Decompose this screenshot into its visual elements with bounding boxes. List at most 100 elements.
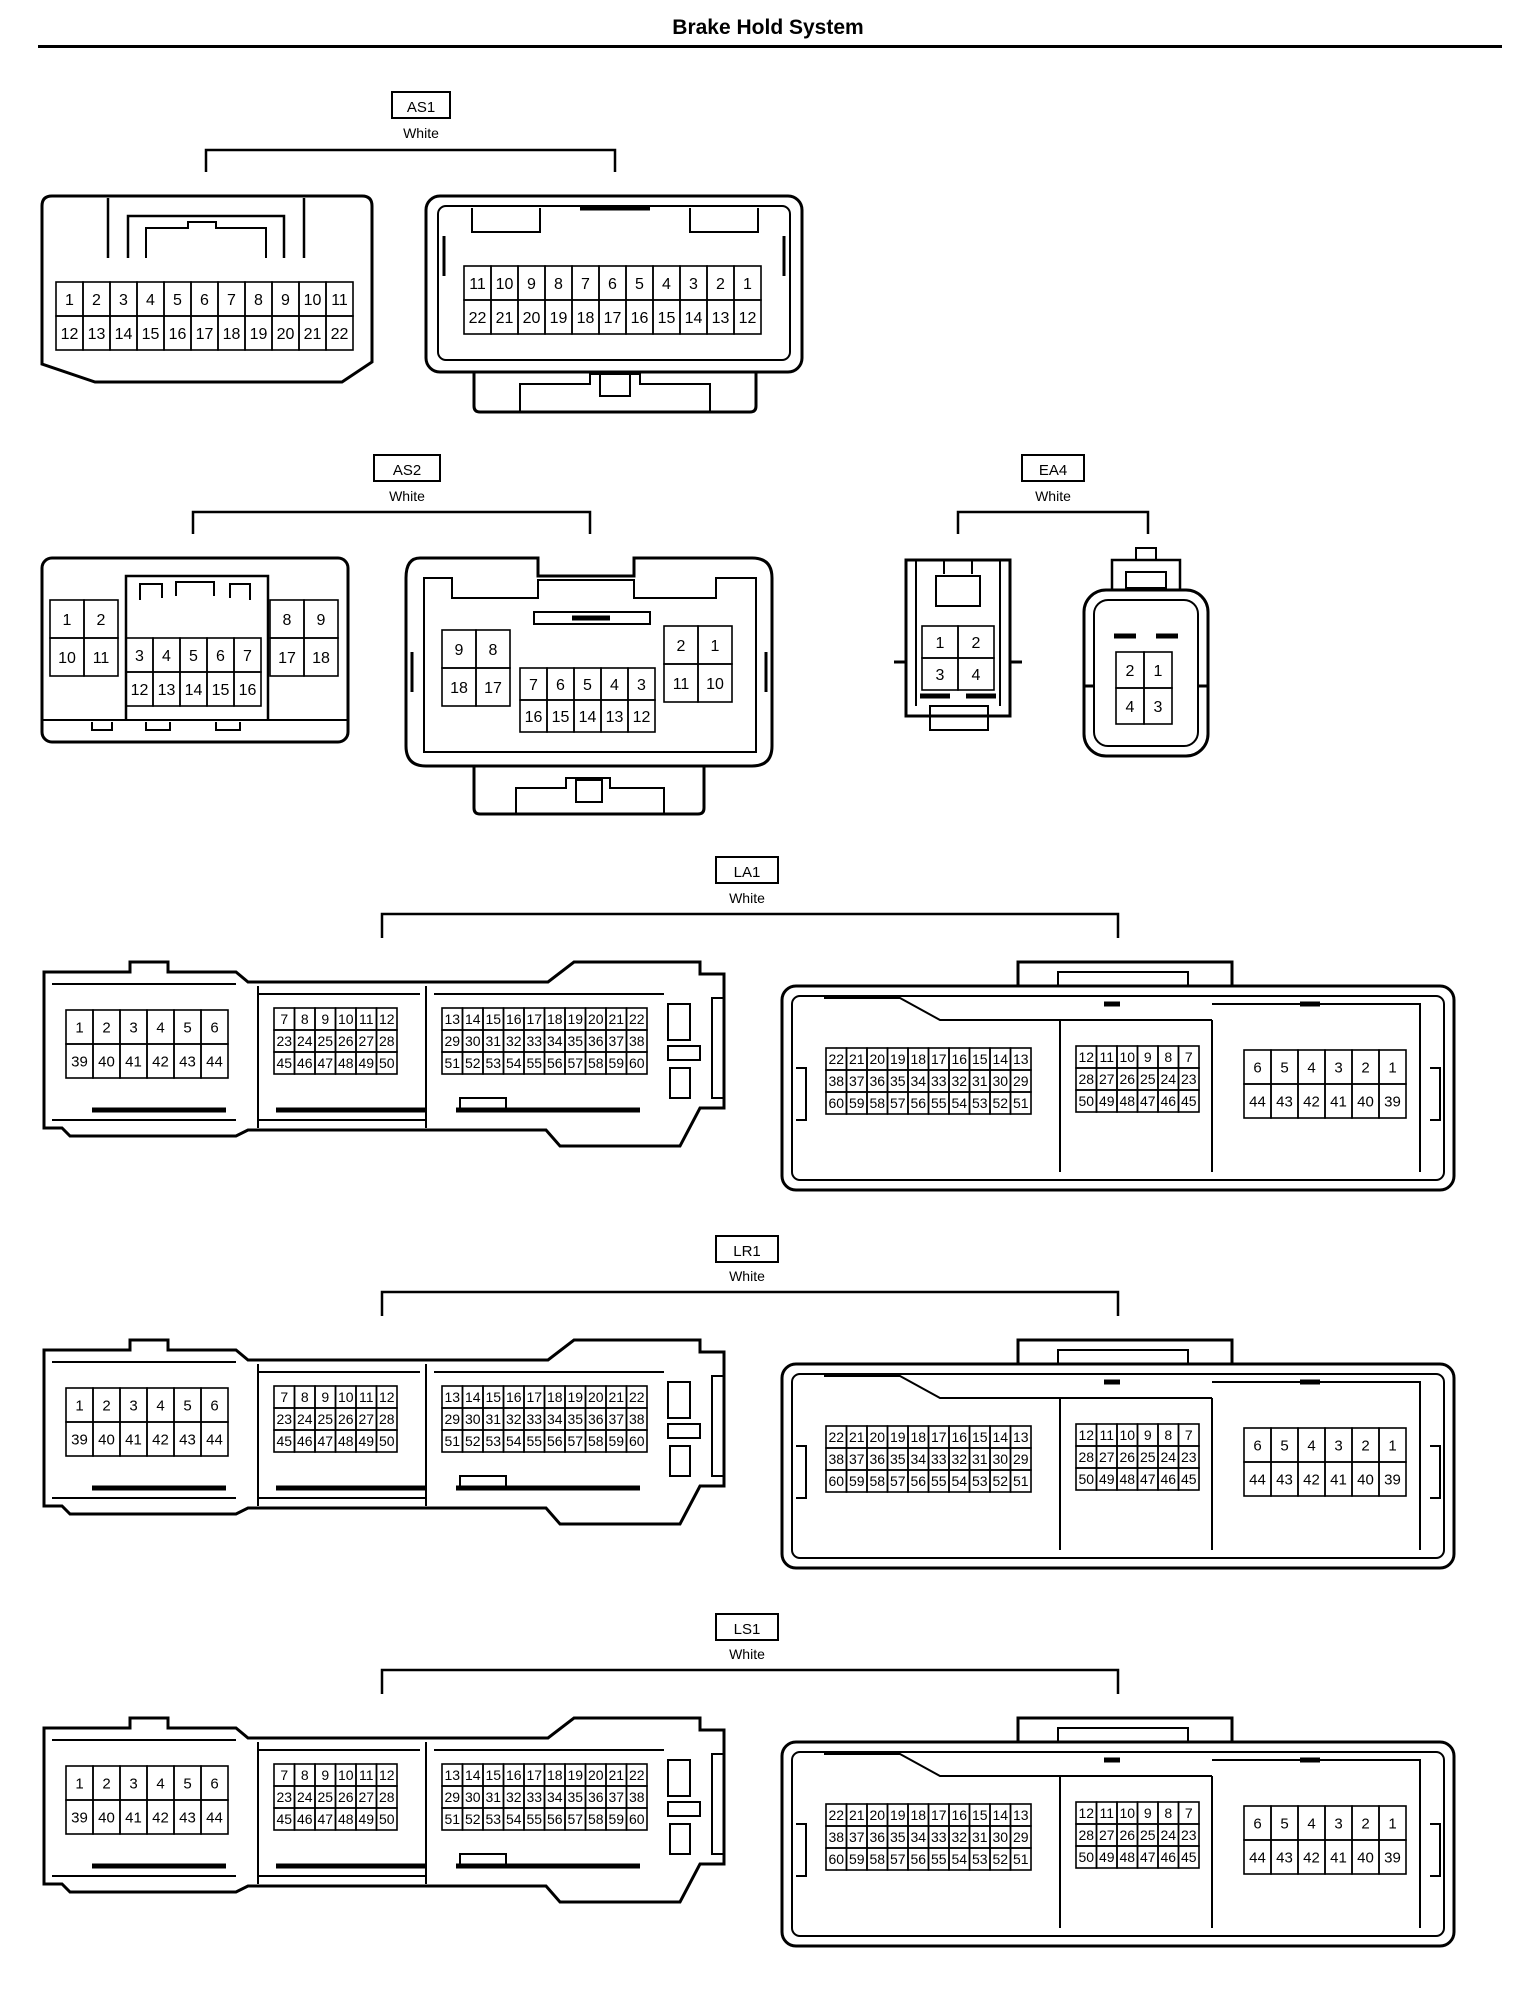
pin-number: 34: [547, 1789, 563, 1805]
pin-number: 40: [1357, 1093, 1374, 1110]
pin-number: 33: [526, 1033, 542, 1049]
pin-number: 23: [276, 1033, 292, 1049]
ls1-female-housing: [780, 1716, 1456, 1948]
la1-male-housing: [42, 960, 726, 1148]
pin-number: 41: [125, 1809, 142, 1826]
pin-number: 28: [379, 1033, 395, 1049]
pin-number: 34: [910, 1829, 926, 1845]
pin-number: 32: [951, 1451, 967, 1467]
pin-number: 46: [297, 1055, 313, 1071]
pin-number: 6: [1253, 1815, 1261, 1832]
pin-number: 53: [972, 1851, 988, 1867]
pin-number: 38: [629, 1033, 645, 1049]
pin-number: 50: [379, 1811, 395, 1827]
pin-number: 34: [910, 1451, 926, 1467]
connector-bracket: [380, 912, 1120, 938]
pin-number: 42: [152, 1053, 169, 1070]
pin-number: 57: [567, 1811, 583, 1827]
pin-number: 29: [1013, 1451, 1029, 1467]
pin-number: 22: [469, 310, 487, 327]
pin-number: 20: [588, 1767, 604, 1783]
pin-number: 43: [179, 1053, 196, 1070]
pin-number: 24: [297, 1033, 313, 1049]
pin-number: 50: [379, 1433, 395, 1449]
pin-number: 47: [317, 1055, 333, 1071]
pin-cell: [1378, 1461, 1407, 1497]
pin-cell: [233, 671, 262, 707]
pin-number: 4: [146, 292, 155, 309]
connector-bracket: [380, 1668, 1120, 1694]
pin-number: 30: [465, 1033, 481, 1049]
pin-number: 26: [1119, 1071, 1135, 1087]
pin-number: 6: [1253, 1059, 1261, 1076]
pin-number: 14: [992, 1051, 1008, 1067]
pin-number: 5: [183, 1019, 191, 1036]
pin-number: 36: [588, 1033, 604, 1049]
pin-number: 12: [1078, 1049, 1094, 1065]
pin-number: 14: [579, 709, 597, 726]
pin-number: 1: [1388, 1059, 1396, 1076]
pin-number: 27: [1099, 1827, 1115, 1843]
pin-number: 11: [1099, 1049, 1114, 1065]
pin-number: 56: [910, 1095, 926, 1111]
pin-number: 43: [1276, 1471, 1293, 1488]
pin-number: 36: [869, 1829, 885, 1845]
pin-number: 36: [869, 1451, 885, 1467]
pin-number: 11: [1099, 1805, 1114, 1821]
pin-number: 19: [550, 310, 568, 327]
pin-number: 31: [972, 1829, 988, 1845]
pin-number: 5: [1280, 1815, 1288, 1832]
pin-number: 21: [849, 1051, 865, 1067]
pin-number: 50: [1078, 1849, 1094, 1865]
pin-number: 51: [444, 1811, 460, 1827]
pin-number: 16: [631, 310, 649, 327]
pin-number: 25: [1140, 1071, 1156, 1087]
pin-number: 4: [1307, 1059, 1315, 1076]
pin-number: 7: [227, 292, 236, 309]
pin-number: 48: [1119, 1471, 1135, 1487]
pin-number: 24: [297, 1411, 313, 1427]
pin-number: 25: [317, 1033, 333, 1049]
pin-number: 3: [129, 1775, 137, 1792]
pin-number: 12: [1078, 1427, 1094, 1443]
pin-number: 60: [828, 1851, 844, 1867]
pin-number: 9: [455, 642, 464, 659]
pin-number: 1: [1388, 1815, 1396, 1832]
connector-color: White: [403, 125, 439, 141]
pin-number: 57: [890, 1095, 906, 1111]
pin-number: 5: [183, 1775, 191, 1792]
pin-number: 14: [185, 682, 203, 699]
pin-number: 10: [338, 1389, 354, 1405]
pin-number: 47: [1140, 1849, 1156, 1865]
pin-number: 2: [716, 276, 725, 293]
pin-number: 54: [951, 1851, 967, 1867]
pin-number: 1: [75, 1397, 83, 1414]
pin-number: 37: [608, 1033, 624, 1049]
pin-number: 9: [1144, 1427, 1152, 1443]
lr1-female-housing: [780, 1338, 1456, 1570]
pin-number: 5: [635, 276, 644, 293]
pin-number: 22: [828, 1051, 844, 1067]
connector-code: LR1: [733, 1243, 761, 1260]
pin-number: 56: [547, 1433, 563, 1449]
pin-number: 12: [739, 310, 757, 327]
pin-number: 21: [849, 1429, 865, 1445]
pin-number: 28: [1078, 1827, 1094, 1843]
pin-number: 58: [869, 1473, 885, 1489]
pin-number: 55: [931, 1473, 947, 1489]
pin-number: 9: [1144, 1049, 1152, 1065]
pin-number: 25: [1140, 1827, 1156, 1843]
connector-code-box: [373, 454, 441, 482]
pin-number: 48: [338, 1811, 354, 1827]
pin-number: 40: [1357, 1471, 1374, 1488]
pin-number: 8: [554, 276, 563, 293]
connector-bracket: [191, 510, 592, 534]
pin-number: 53: [972, 1095, 988, 1111]
pin-number: 27: [1099, 1071, 1115, 1087]
pin-cell: [625, 1429, 648, 1453]
